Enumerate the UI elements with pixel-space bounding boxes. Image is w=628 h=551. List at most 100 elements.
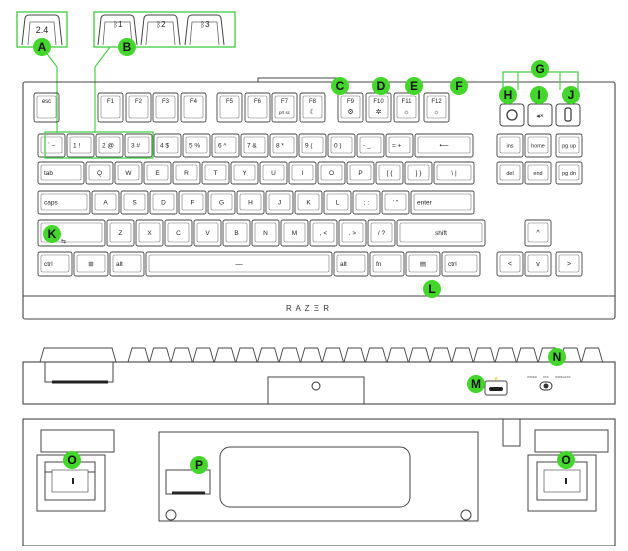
callout-letter-n: N [553,350,562,364]
media-button-i [527,103,553,127]
dongle-compartment [165,469,211,495]
key-tab-4: R [172,161,201,185]
key-bt3 [184,14,225,46]
keycap-tab-7 [259,161,288,185]
keycap-f1 [97,92,124,123]
front-keycap [278,347,301,363]
key-label-num-2: 2 @ [102,143,114,150]
key-label-arrow-up: ^ [536,230,540,237]
callout-circle [562,86,580,104]
key-label-arrow-left: < [508,261,512,268]
front-keycap [170,347,193,363]
key-bottom-4: alt [333,251,369,277]
keycap-caps-12 [410,190,475,215]
keycap-f3 [152,92,179,123]
key-num-12: = + [385,133,414,158]
key-esc: esc [33,92,60,123]
key-num-2: 2 @ [95,133,124,158]
key-label-num-11: - _ [363,143,371,150]
key-caps-12: enter [410,190,475,215]
key-label-nav-mid-1: end [533,171,542,177]
keycap-num-6 [211,133,240,158]
key-bt3-label: ᛒ3 [200,20,210,29]
callout-badge-c: C [331,77,349,95]
key-label-nav-mid-2: pg dn [562,171,576,177]
key-shift-10: / ? [367,219,396,247]
key-label-num-5: 5 % [189,143,200,150]
key-label-f3: F3 [162,99,170,105]
keycap-shift-8 [309,219,338,247]
front-left-ledge [44,361,114,383]
keycap-caps-9 [323,190,352,215]
callout-badge-l: L [423,280,441,298]
callout-badge-m: M [467,375,485,393]
key-label-f2: F2 [135,99,143,105]
key-shift-5: B [222,219,251,247]
callout-circle [63,451,81,469]
keycap-num-10 [327,133,356,158]
key-label-arrow-down: v [536,261,540,268]
key-label-shift-5: B [234,230,238,237]
key-caps-10: ; : [352,190,381,215]
screw-right [460,509,472,521]
front-keycap [365,347,388,363]
key-num-4: 4 $ [153,133,182,158]
key-label-nav-top-0: ins [506,144,513,150]
screw-left [165,509,177,521]
key-bt2 [140,14,181,46]
callout-letter-b: B [123,40,132,54]
keyboard-frame [22,81,616,320]
key-label-num-7: 7 & [247,143,257,150]
callout-badge-e: E [405,77,423,95]
key-caps-7: J [265,190,294,215]
keycap-caps-0 [37,190,91,215]
key-label-f7: F7 [281,99,289,105]
key-num-9: 9 ( [298,133,327,158]
key-shift-4: V [193,219,222,247]
keycap-tab-2 [114,161,143,185]
callout-letter-f: F [455,79,462,93]
key-label-num-13: ⟵ [439,143,449,150]
key-label-esc: esc [42,99,51,105]
key-tab-6: Y [230,161,259,185]
keyboard-bottom-view [22,418,616,547]
key-f4: F4 [180,92,207,123]
key-arrow-up: ^ [524,219,552,247]
keycap-bottom-7 [441,251,481,277]
callout-letter-e: E [410,79,418,93]
keycap-tab-11 [375,161,404,185]
key-caps-9: L [323,190,352,215]
keycap-arrow-right [555,251,583,277]
keycap-num-13 [414,133,474,158]
keycap-bottom-3 [145,251,333,277]
keycap-f12 [423,92,450,123]
leader-b-top [94,46,111,68]
callout-badge-b: B [118,38,136,56]
keyboard-front-view: ⚡ WIRED OFF WIRELESS [22,347,616,405]
key-2-4-label: 2.4 [36,25,49,35]
keycap-caps-1 [91,190,120,215]
keycap-shift-0 [37,219,106,247]
callout-badge-h: H [499,86,517,104]
key-label-tab-13: \ | [451,170,457,177]
switch-label-off: OFF [543,375,549,379]
keycap-nav-mid-0 [496,161,524,185]
key-label-num-4: 4 $ [160,143,169,150]
keycap-shift-5 [222,219,251,247]
keycap-tab-9 [317,161,346,185]
media-button-j [555,103,581,127]
top-edge-bump [257,77,341,82]
key-label-shift-3: C [176,230,181,237]
key-sublabel-f11: ☼ [403,109,409,116]
keycap-nav-mid-2 [555,161,583,185]
key-sublabel-f10: ✲ [376,108,382,116]
key-label-shift-10: / ? [378,230,386,237]
key-label-bottom-7: ctrl [448,261,457,268]
callout-letter-g: G [535,62,544,76]
keycap-shift-10 [367,219,396,247]
key-bottom-7: ctrl [441,251,481,277]
key-arrow-left: < [496,251,524,277]
keycap-num-0 [37,133,66,158]
